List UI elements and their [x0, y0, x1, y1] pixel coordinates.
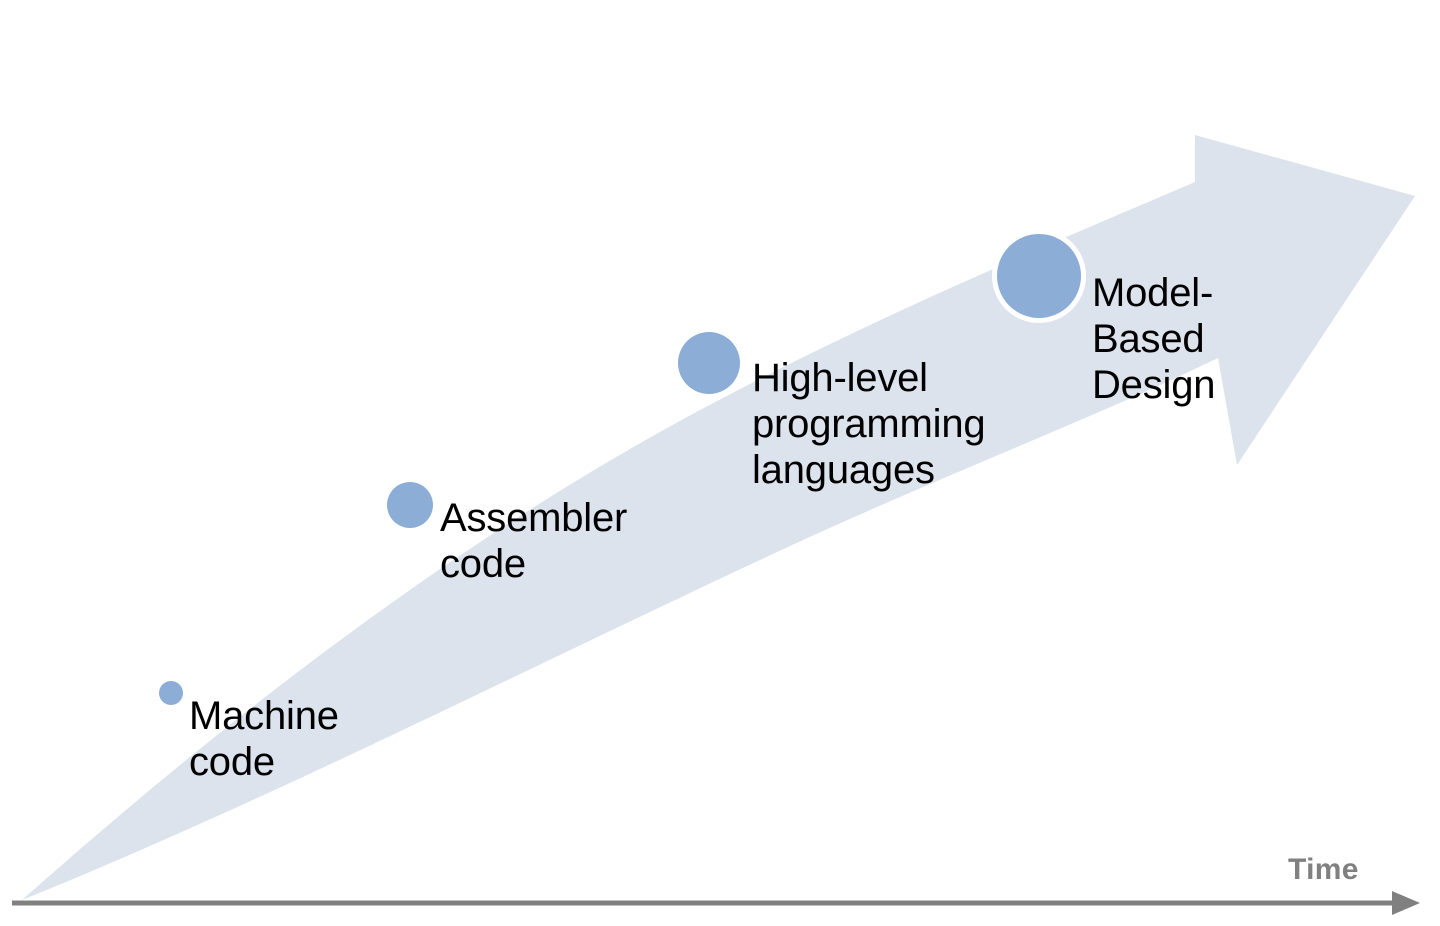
node-marker-dot	[997, 234, 1081, 318]
node-label-machine-code: Machine code	[189, 694, 339, 784]
node-label-model-based-design: Model- Based Design	[1092, 271, 1216, 407]
node-marker-machine-code[interactable]	[154, 676, 188, 710]
node-marker-model-based-design[interactable]	[992, 229, 1086, 323]
progress-arrow-shape	[22, 135, 1415, 900]
node-label-high-level-programming-languages: High-level programming languages	[752, 356, 986, 492]
node-marker-high-level-programming-languages[interactable]	[673, 327, 745, 399]
time-axis-arrowhead	[1392, 891, 1420, 915]
node-marker-dot	[387, 482, 433, 528]
node-label-assembler-code: Assembler code	[440, 496, 628, 586]
time-axis-label: Time	[1288, 853, 1359, 886]
node-marker-dot	[678, 332, 740, 394]
node-marker-dot	[159, 681, 183, 705]
node-marker-assembler-code[interactable]	[382, 477, 438, 533]
